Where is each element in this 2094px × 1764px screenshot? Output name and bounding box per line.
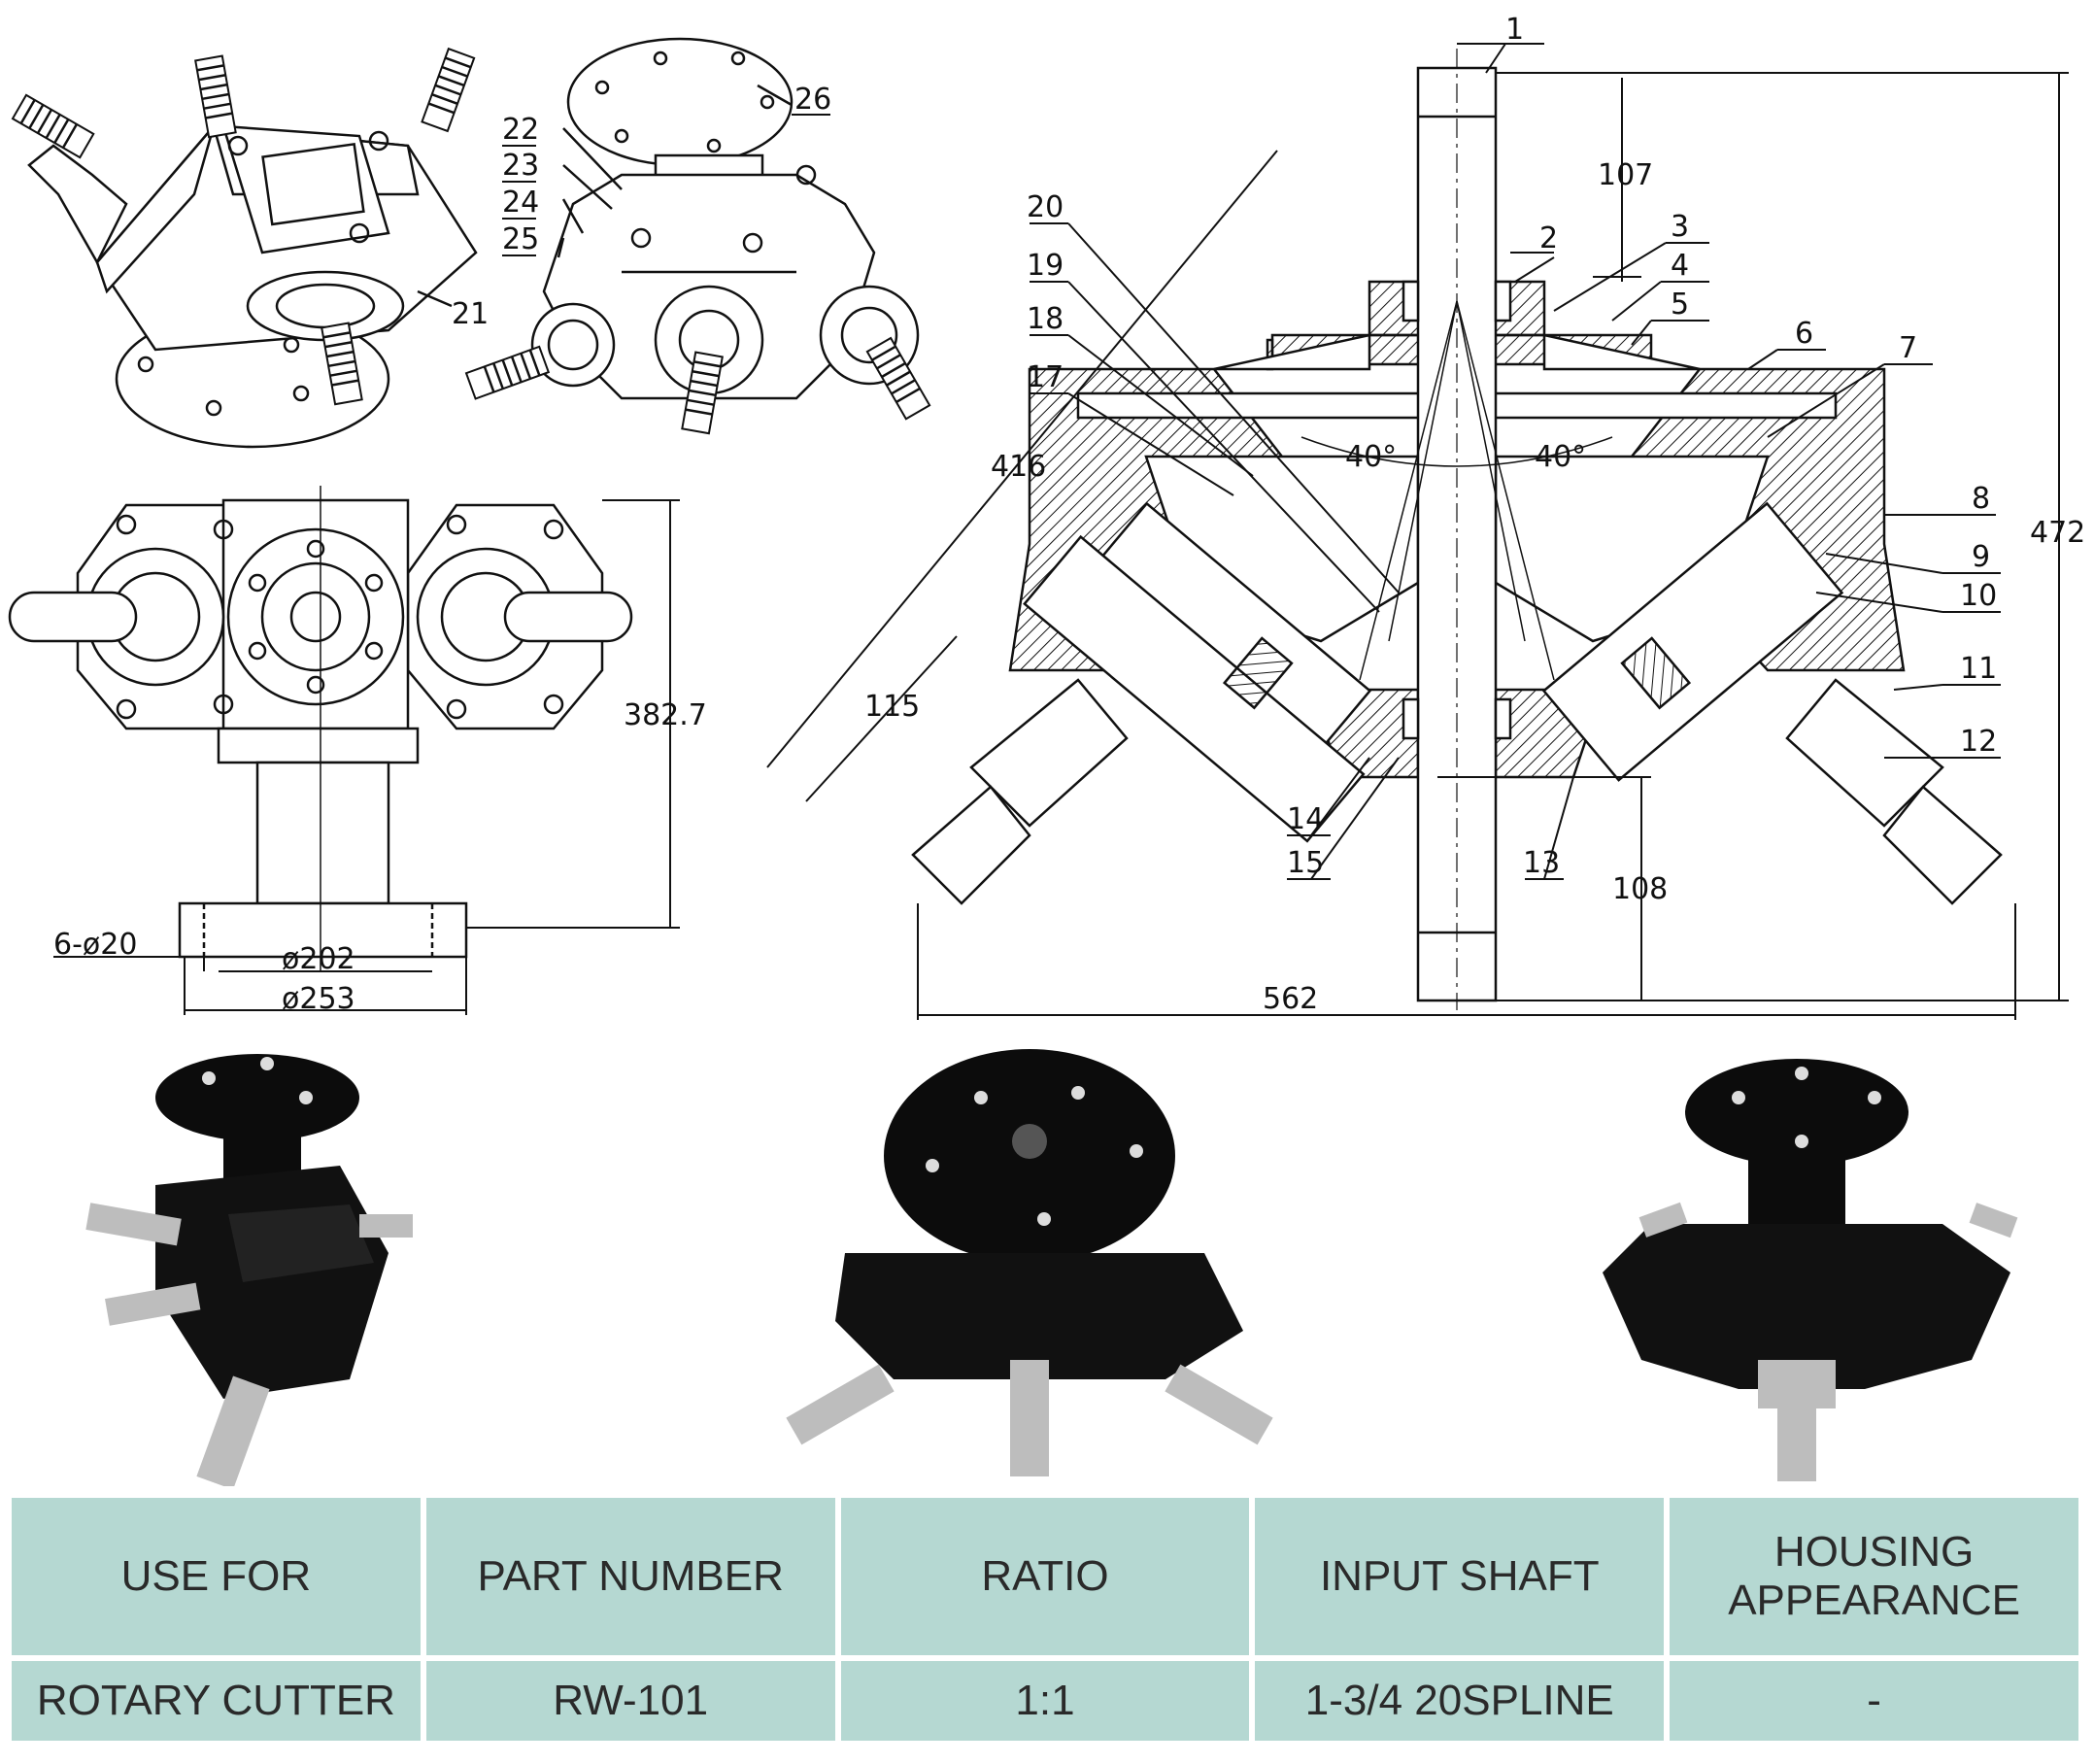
label-26: 26 xyxy=(794,83,831,117)
label-21: 21 xyxy=(452,297,489,331)
table-header-row: USE FOR PART NUMBER RATIO INPUT SHAFT HO… xyxy=(6,1492,2084,1661)
dim-108: 108 xyxy=(1612,872,1668,906)
label-7: 7 xyxy=(1899,331,1917,365)
dim-115: 115 xyxy=(864,690,920,724)
cell-ratio: 1:1 xyxy=(834,1654,1256,1747)
label-8: 8 xyxy=(1972,482,1990,516)
label-19: 19 xyxy=(1027,249,1064,283)
header-ratio: RATIO xyxy=(834,1492,1256,1661)
dim-382-7: 382.7 xyxy=(624,698,707,732)
dim-472: 472 xyxy=(2030,516,2085,550)
angle-right: 40° xyxy=(1535,440,1586,474)
label-12: 12 xyxy=(1960,725,1997,759)
table-row: ROTARY CUTTER RW-101 1:1 1-3/4 20SPLINE … xyxy=(6,1654,2084,1747)
label-10: 10 xyxy=(1960,579,1997,613)
cross-section-view xyxy=(911,49,2003,1010)
front-view xyxy=(8,486,633,971)
label-24: 24 xyxy=(502,186,539,220)
label-20: 20 xyxy=(1027,190,1064,224)
label-22: 22 xyxy=(502,113,539,147)
label-1: 1 xyxy=(1505,13,1524,47)
dim-562: 562 xyxy=(1263,982,1318,1016)
label-25: 25 xyxy=(502,222,539,256)
label-15: 15 xyxy=(1287,846,1324,880)
dim-holes: 6-ø20 xyxy=(53,928,137,962)
label-4: 4 xyxy=(1671,249,1689,283)
label-5: 5 xyxy=(1671,288,1689,322)
cross-section-dimensions xyxy=(766,43,2069,1020)
leaders-22-26 xyxy=(502,114,830,256)
header-input-shaft: INPUT SHAFT xyxy=(1249,1492,1671,1661)
cell-part-number: RW-101 xyxy=(420,1654,841,1747)
cell-housing-appearance: - xyxy=(1664,1654,2084,1747)
label-17: 17 xyxy=(1027,360,1064,394)
label-18: 18 xyxy=(1027,302,1064,336)
label-3: 3 xyxy=(1671,210,1689,244)
dim-107: 107 xyxy=(1598,158,1653,192)
product-photo-right xyxy=(1603,1059,2018,1481)
cell-use-for: ROTARY CUTTER xyxy=(6,1654,426,1747)
angle-left: 40° xyxy=(1345,440,1397,474)
header-use-for: USE FOR xyxy=(6,1492,426,1661)
header-part-number: PART NUMBER xyxy=(420,1492,841,1661)
technical-drawing-canvas: 21 22 23 24 25 26 xyxy=(8,13,2085,1486)
dim-flange: ø253 xyxy=(282,982,355,1016)
front-view-dimensions xyxy=(53,499,680,1015)
label-14: 14 xyxy=(1287,802,1324,836)
label-11: 11 xyxy=(1960,652,1997,686)
label-9: 9 xyxy=(1972,540,1990,574)
label-23: 23 xyxy=(502,149,539,183)
isometric-view-right xyxy=(464,37,931,435)
leader-lines-right xyxy=(1030,222,2001,880)
product-photo-left xyxy=(85,1054,413,1486)
product-photo-center xyxy=(786,1049,1273,1476)
isometric-view-left xyxy=(11,47,478,449)
label-6: 6 xyxy=(1795,317,1813,351)
spec-table: USE FOR PART NUMBER RATIO INPUT SHAFT HO… xyxy=(6,1492,2084,1747)
dim-bolt-circle: ø202 xyxy=(282,942,355,976)
label-13: 13 xyxy=(1523,846,1560,880)
header-housing-appearance: HOUSING APPEARANCE xyxy=(1664,1492,2084,1661)
label-2: 2 xyxy=(1539,221,1558,255)
cell-input-shaft: 1-3/4 20SPLINE xyxy=(1249,1654,1671,1747)
dim-416: 416 xyxy=(991,450,1046,484)
